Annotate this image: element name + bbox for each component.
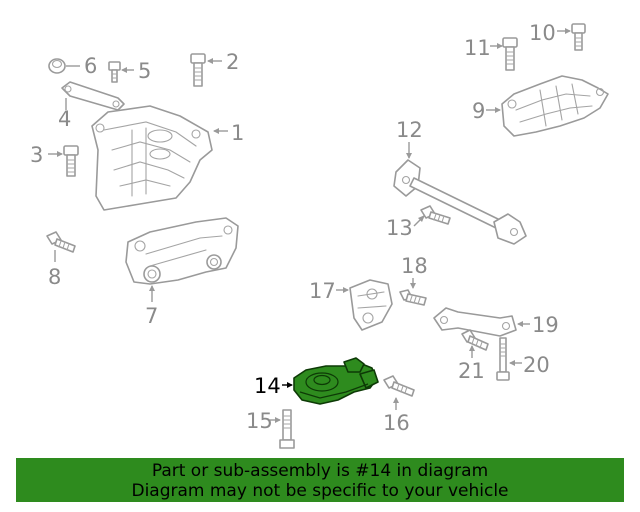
- arrow-9: [495, 107, 501, 113]
- part-17-bracket: [349, 279, 393, 331]
- arrow-10: [565, 28, 571, 34]
- part-2-bolt: [190, 53, 206, 87]
- callout-15: 15: [246, 409, 273, 433]
- part-13-bolt: [420, 205, 451, 225]
- arrow-21: [469, 345, 475, 351]
- part-3-bolt: [63, 145, 79, 177]
- callout-17: 17: [309, 279, 336, 303]
- arrow-14: [287, 382, 293, 388]
- part-8-bolt: [46, 231, 76, 253]
- part-10-bolt: [571, 23, 586, 51]
- callout-10: 10: [529, 21, 556, 45]
- arrow-5: [121, 67, 127, 73]
- callout-13: 13: [386, 216, 413, 240]
- arrow-1: [213, 128, 219, 134]
- banner-line-1: Part or sub-assembly is #14 in diagram: [151, 461, 489, 481]
- callout-4: 4: [58, 107, 71, 131]
- part-5-bolt: [108, 61, 121, 83]
- callout-12: 12: [396, 118, 423, 142]
- part-6-nut: [48, 58, 66, 74]
- arrow-20: [509, 360, 515, 366]
- arrow-17: [343, 287, 349, 293]
- callout-5: 5: [138, 59, 151, 83]
- callout-14: 14: [254, 374, 281, 398]
- part-14-mount-highlighted: [293, 357, 379, 405]
- arrow-15: [275, 417, 281, 423]
- part-4-bracket: [61, 81, 125, 111]
- part-21-bolt: [461, 329, 489, 351]
- arrow-19: [517, 321, 523, 327]
- part-15-bolt: [279, 409, 295, 449]
- arrow-7: [149, 285, 155, 291]
- arrow-18: [410, 283, 416, 289]
- part-1-engine-mount: [91, 105, 213, 211]
- callout-19: 19: [532, 313, 559, 337]
- arrow-16: [393, 397, 399, 403]
- callout-8: 8: [48, 265, 61, 289]
- callout-2: 2: [226, 50, 239, 74]
- arrow-3: [57, 151, 63, 157]
- arrow-11: [497, 43, 503, 49]
- banner-line-2: Diagram may not be specific to your vehi…: [131, 481, 509, 501]
- callout-18: 18: [401, 254, 428, 278]
- part-18-bolt: [399, 289, 427, 306]
- callout-21: 21: [458, 359, 485, 383]
- part-7-bracket: [125, 217, 239, 285]
- callout-7: 7: [145, 304, 158, 328]
- part-12-torque-rod: [393, 159, 527, 245]
- info-banner: Part or sub-assembly is #14 in diagram D…: [16, 458, 624, 502]
- callout-16: 16: [383, 411, 410, 435]
- callout-20: 20: [523, 353, 550, 377]
- part-19-link: [433, 307, 517, 337]
- part-20-stud: [496, 337, 510, 381]
- callout-3: 3: [30, 143, 43, 167]
- callout-6: 6: [84, 54, 97, 78]
- part-11-bolt: [502, 37, 518, 71]
- arrow-2: [207, 58, 213, 64]
- callout-11: 11: [464, 36, 491, 60]
- callout-1: 1: [231, 121, 244, 145]
- arrow-12: [406, 153, 412, 159]
- part-9-mount: [501, 75, 609, 137]
- arrow-13: [418, 215, 425, 222]
- part-16-bolt: [383, 375, 415, 397]
- callout-9: 9: [472, 99, 485, 123]
